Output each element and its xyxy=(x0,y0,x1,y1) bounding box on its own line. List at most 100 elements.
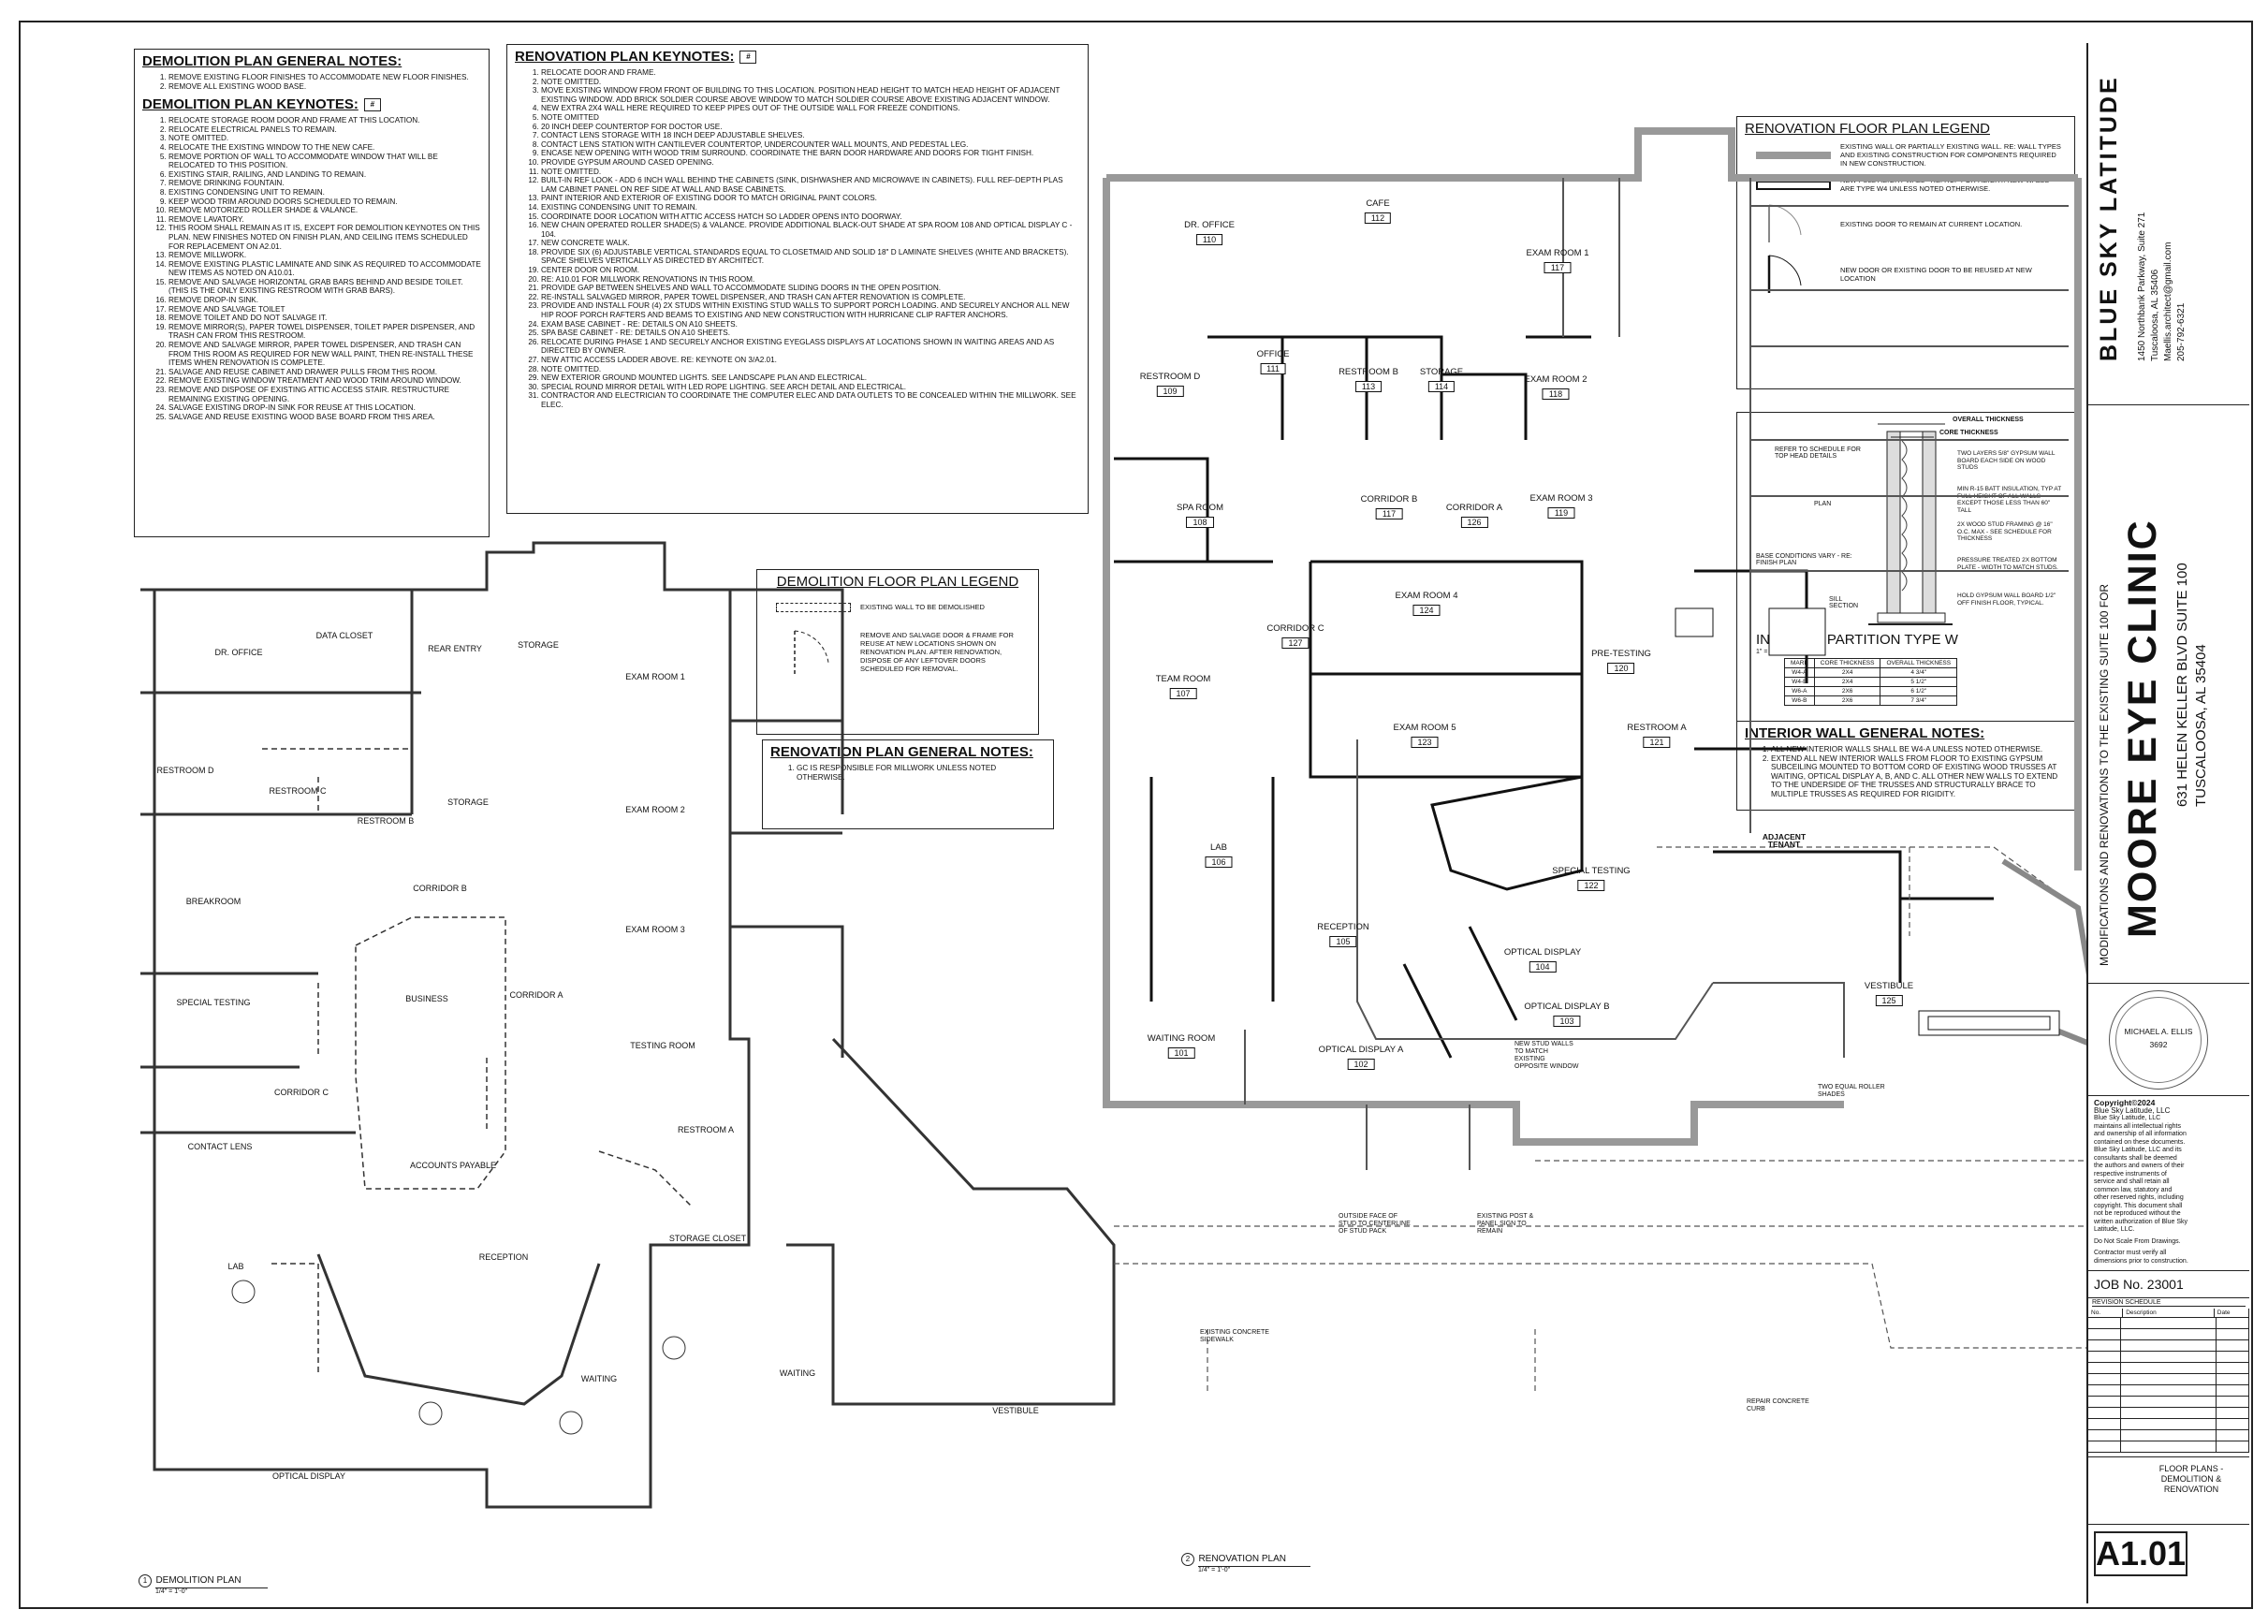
sheet-number: A1.01 xyxy=(2094,1531,2188,1576)
room-number-tag: 125 xyxy=(1875,995,1903,1006)
room-name: OPTICAL DISPLAY xyxy=(1503,947,1582,958)
revision-header: No. xyxy=(2088,1309,2124,1317)
interior-wall-notes-list: ALL NEW INTERIOR WALLS SHALL BE W4-A UNL… xyxy=(1745,745,2067,799)
room-number-tag: 118 xyxy=(1542,388,1570,400)
plan-annotation: NEW STUD WALLS TO MATCH EXISTING OPPOSIT… xyxy=(1514,1041,1579,1070)
sheet-title-cell: FLOOR PLANS - DEMOLITION & RENOVATION xyxy=(2088,1456,2249,1525)
partition-label: REFER TO SCHEDULE FOR TOP HEAD DETAILS xyxy=(1775,446,1861,460)
interior-wall-notes-panel: INTERIOR WALL GENERAL NOTES: ALL NEW INT… xyxy=(1736,721,2075,811)
renovation-room: OFFICE 111 xyxy=(1256,349,1290,376)
demolition-keynote: REMOVE LAVATORY. xyxy=(168,215,481,225)
demolition-keynote: REMOVE TOILET AND DO NOT SALVAGE IT. xyxy=(168,314,481,323)
room-name: LAB xyxy=(1210,842,1227,853)
renovation-keynote: CENTER DOOR ON ROOM. xyxy=(541,266,1080,275)
room-number-tag: 122 xyxy=(1577,880,1605,891)
verify-note: Contractor must verify all dimensions pr… xyxy=(2094,1250,2188,1265)
demolition-room-label: RESTROOM B xyxy=(357,816,415,826)
renovation-general-notes-list: GC IS RESPONSIBLE FOR MILLWORK UNLESS NO… xyxy=(770,764,1046,782)
demolition-plan-scale: 1/4" = 1'-0" xyxy=(155,1587,268,1595)
firm-cell: BLUE SKY LATITUDE 1450 Northbank Parkway… xyxy=(2088,43,2249,405)
keynote-tag: # xyxy=(739,51,757,65)
plan-annotation: OUTSIDE FACE OF STUD TO CENTERLINE OF ST… xyxy=(1339,1213,1411,1235)
room-name: RESTROOM B xyxy=(1339,367,1398,377)
renovation-room: PRE-TESTING 120 xyxy=(1591,649,1651,676)
room-number-tag: 113 xyxy=(1354,381,1383,392)
copyright-title: Copyright©2024 xyxy=(2094,1098,2156,1107)
demolition-keynote: REMOVE MILLWORK. xyxy=(168,251,481,260)
partition-table-cell: 7 3/4" xyxy=(1880,695,1958,706)
revision-row xyxy=(2088,1419,2249,1430)
renovation-keynote: ENCASE NEW OPENING WITH WOOD TRIM SURROU… xyxy=(541,149,1080,158)
renovation-keynote: SPECIAL ROUND MIRROR DETAIL WITH LED ROP… xyxy=(541,383,1080,392)
room-name: EXAM ROOM 5 xyxy=(1393,723,1456,733)
partition-label: PLAN xyxy=(1814,501,1832,507)
room-name: EXAM ROOM 4 xyxy=(1395,591,1458,601)
room-name: VESTIBULE xyxy=(1864,981,1914,991)
demolition-keynote: REMOVE EXISTING PLASTIC LAMINATE AND SIN… xyxy=(168,260,481,278)
partition-label: BASE CONDITIONS VARY - RE: FINISH PLAN xyxy=(1756,553,1852,566)
room-number-tag: 124 xyxy=(1412,605,1441,616)
demolition-room-label: EXAM ROOM 2 xyxy=(625,805,685,814)
renovation-plan-caption: 2 RENOVATION PLAN 1/4" = 1'-0" xyxy=(1181,1549,1310,1573)
demolition-keynote: REMOVE EXISTING WINDOW TREATMENT AND WOO… xyxy=(168,376,481,386)
demolition-room-label: CORRIDOR C xyxy=(274,1088,329,1097)
renovation-plan-drawing xyxy=(1103,127,2087,1395)
renovation-keynote: RE-INSTALL SALVAGED MIRROR, PAPER TOWEL … xyxy=(541,293,1080,302)
room-number-tag: 120 xyxy=(1607,663,1635,674)
room-name: OFFICE xyxy=(1256,349,1290,359)
renovation-keynote: NOTE OMITTED. xyxy=(541,168,1080,177)
seal-number: 3692 xyxy=(2149,1040,2168,1049)
room-number-tag: 108 xyxy=(1186,517,1214,528)
seal-name: MICHAEL A. ELLIS xyxy=(2124,1027,2193,1036)
demolition-room-label: SPECIAL TESTING xyxy=(176,998,251,1007)
partition-callout: 2X WOOD STUD FRAMING @ 16" O.C. MAX - SE… xyxy=(1957,521,2053,542)
renovation-room: RESTROOM B 113 xyxy=(1339,367,1398,394)
project-subtitle: MODIFICATIONS AND RENOVATIONS TO THE EXI… xyxy=(2098,583,2111,966)
legend-row-salvage-door: REMOVE AND SALVAGE DOOR & FRAME FOR REUS… xyxy=(767,623,1029,680)
room-number-tag: 110 xyxy=(1195,234,1223,245)
demolition-room-label: LAB xyxy=(227,1262,244,1271)
renovation-keynote: RE: A10.01 FOR MILLWORK RENOVATIONS IN T… xyxy=(541,275,1080,285)
revision-row xyxy=(2088,1408,2249,1419)
interior-wall-notes-title: INTERIOR WALL GENERAL NOTES: xyxy=(1745,725,1985,741)
demolition-keynote: RELOCATE ELECTRICAL PANELS TO REMAIN. xyxy=(168,125,481,135)
revision-row xyxy=(2088,1397,2249,1408)
room-number-tag: 123 xyxy=(1411,737,1439,748)
renovation-plan-title: RENOVATION PLAN xyxy=(1198,1554,1286,1564)
room-name: SPECIAL TESTING xyxy=(1552,866,1631,876)
demolition-room-label: RESTROOM C xyxy=(269,786,327,796)
core-thickness-label: CORE THICKNESS xyxy=(1939,430,1998,436)
room-name: SPA ROOM xyxy=(1177,503,1223,513)
room-name: EXAM ROOM 1 xyxy=(1526,248,1589,258)
overall-thickness-label: OVERALL THICKNESS xyxy=(1953,417,2024,423)
room-name: OPTICAL DISPLAY B xyxy=(1524,1002,1610,1012)
demolition-keynote: REMOVE MOTORIZED ROLLER SHADE & VALANCE. xyxy=(168,206,481,215)
demolition-keynotes-list: RELOCATE STORAGE ROOM DOOR AND FRAME AT … xyxy=(142,116,481,421)
renovation-room: OPTICAL DISPLAY 104 xyxy=(1504,947,1581,974)
room-name: PRE-TESTING xyxy=(1591,649,1651,659)
firm-address: 1450 Northbank Parkway, Suite 271 xyxy=(2137,212,2147,361)
room-number-tag: 105 xyxy=(1329,936,1357,947)
renovation-keynote: PAINT INTERIOR AND EXTERIOR OF EXISTING … xyxy=(541,194,1080,203)
room-name: TEAM ROOM xyxy=(1155,674,1211,684)
room-number-tag: 117 xyxy=(1544,262,1572,273)
architect-seal: MICHAEL A. ELLIS 3692 xyxy=(2109,990,2208,1090)
room-number-tag: 111 xyxy=(1260,363,1286,374)
demolition-room-label: RECEPTION xyxy=(478,1252,529,1262)
demolition-general-note: REMOVE ALL EXISTING WOOD BASE. xyxy=(168,82,481,92)
renovation-keynote: BUILT-IN REF LOOK - ADD 6 INCH WALL BEHI… xyxy=(541,176,1080,194)
revision-row xyxy=(2088,1318,2249,1329)
demolition-keynote: NOTE OMITTED. xyxy=(168,134,481,143)
copyright-firm: Blue Sky Latitude, LLC xyxy=(2094,1105,2171,1115)
room-name: CORRIDOR C xyxy=(1266,623,1324,634)
room-number-tag: 104 xyxy=(1529,961,1557,973)
firm-email: Maellis.architect@gmail.com xyxy=(2163,241,2173,361)
